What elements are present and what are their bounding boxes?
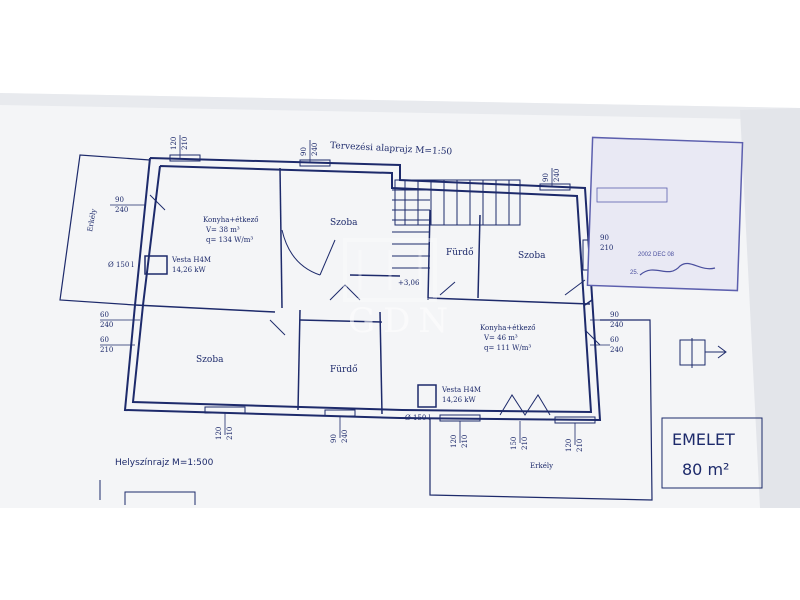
dim-right-d: 240 <box>610 346 623 354</box>
site-plan-label: Helyszínrajz M=1:500 <box>115 458 214 468</box>
kitchen-right-line3: q= 111 W/m³ <box>484 344 531 352</box>
door-swings <box>149 194 601 416</box>
dim-bottom-f: 210 <box>461 435 469 448</box>
boiler-left-line1: Vesta H4M <box>171 256 211 264</box>
paper-shadow <box>740 108 800 508</box>
dim-right-f: 210 <box>600 244 613 252</box>
boiler-left-tag: Ø 150 l <box>108 261 135 269</box>
site-plan-fragment <box>99 480 196 505</box>
stair-level-mark: +3,06 <box>398 279 420 287</box>
outer-walls <box>123 157 602 422</box>
dim-bottom-a: 120 <box>215 427 223 440</box>
stamp-signature <box>639 262 716 276</box>
kitchen-left-line2: V= 38 m³ <box>205 226 240 234</box>
kitchen-left-line1: Konyha+étkező <box>203 215 259 224</box>
dim-bottom-h: 210 <box>521 437 529 450</box>
bath-mid-label: Fürdő <box>330 364 358 375</box>
paper-fold <box>0 93 800 120</box>
dim-left-e: 90 <box>115 196 124 204</box>
interior-walls <box>134 167 593 415</box>
floor-label: EMELET <box>672 430 735 449</box>
boiler-left-symbol <box>144 255 168 275</box>
room-top-label: Szoba <box>330 218 358 228</box>
dim-top-d: 240 <box>311 143 319 156</box>
dim-top-e: 90 <box>542 173 550 182</box>
stamp-number: 25. <box>630 270 639 276</box>
room-right-label: Szoba <box>518 251 546 261</box>
stamp-date: 2002 DEC 08 <box>638 252 675 258</box>
dim-left-c: 60 <box>100 336 109 344</box>
dim-top-f: 240 <box>553 169 561 182</box>
official-stamp <box>586 136 744 292</box>
balcony-left-label: Erkély <box>86 208 98 232</box>
dim-top-b: 210 <box>181 137 189 150</box>
dim-top-c: 90 <box>300 147 308 156</box>
floor-label-box <box>661 417 763 489</box>
balconies <box>59 154 653 501</box>
north-arrow-symbol <box>679 338 727 368</box>
floor-area: 80 m² <box>682 460 729 479</box>
dim-bottom-j: 210 <box>576 439 584 452</box>
boiler-right-symbol <box>417 384 437 408</box>
room-left-label: Szoba <box>196 355 224 365</box>
dimension-ticks <box>100 135 610 445</box>
dim-bottom-c: 90 <box>330 434 338 443</box>
boiler-right-tag: Ø 150 l <box>405 414 432 422</box>
staircase <box>392 179 521 269</box>
boiler-right-line2: 14,26 kW <box>442 396 477 404</box>
dim-left-d: 210 <box>100 346 113 354</box>
dim-right-c: 60 <box>610 336 619 344</box>
kitchen-right-line2: V= 46 m³ <box>483 334 518 342</box>
dim-bottom-g: 150 <box>510 437 518 450</box>
watermark-logo <box>343 238 437 302</box>
watermark-text: GDN <box>348 301 456 341</box>
dim-bottom-i: 120 <box>565 439 573 452</box>
boiler-right-line1: Vesta H4M <box>441 386 481 394</box>
bath-top-label: Fürdő <box>446 247 474 258</box>
dim-bottom-e: 120 <box>450 435 458 448</box>
dim-left-f: 240 <box>115 206 128 214</box>
dim-right-b: 240 <box>610 321 623 329</box>
kitchen-left-line3: q= 134 W/m³ <box>206 236 253 244</box>
dim-top-a: 120 <box>170 137 178 150</box>
dim-bottom-d: 240 <box>341 430 349 443</box>
dim-bottom-b: 210 <box>226 427 234 440</box>
dim-left-b: 240 <box>100 321 113 329</box>
boiler-left-line2: 14,26 kW <box>172 266 207 274</box>
dim-right-e: 90 <box>600 234 609 242</box>
kitchen-right-line1: Konyha+étkező <box>480 323 536 332</box>
dim-left-a: 60 <box>100 311 109 319</box>
balcony-right-label: Erkély <box>530 462 553 470</box>
dim-right-a: 90 <box>610 311 619 319</box>
